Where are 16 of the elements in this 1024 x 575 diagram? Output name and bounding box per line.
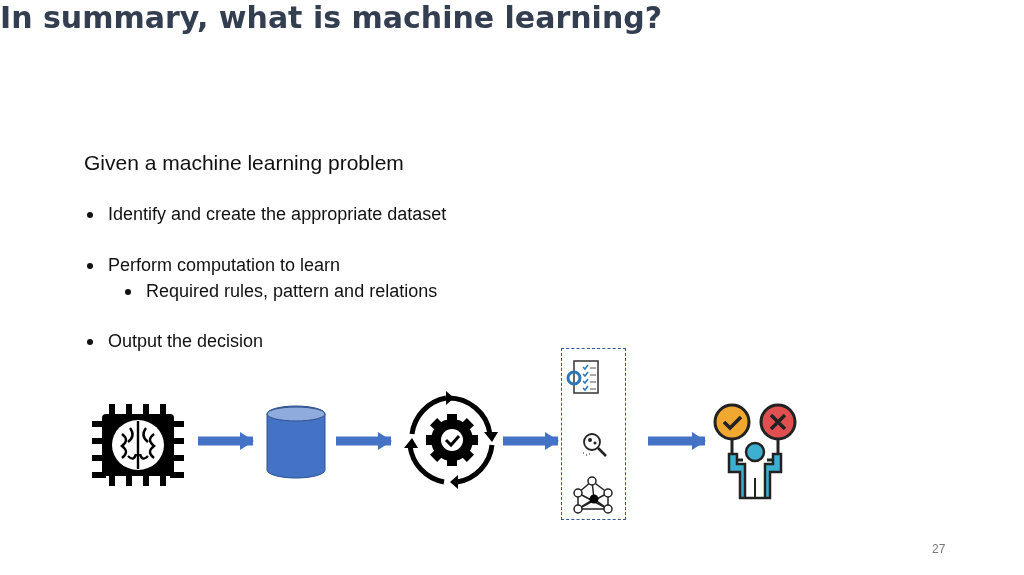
slide-title: In summary, what is machine learning? (0, 0, 664, 35)
database-cylinder (266, 406, 326, 478)
dashed-box (561, 348, 626, 520)
block-arrow (503, 432, 559, 450)
block-arrow (336, 432, 392, 450)
gear-cycle-icon (402, 390, 500, 490)
page-number: 27 (932, 542, 946, 556)
block-arrow (198, 432, 254, 450)
sub-bullet-text: Required rules, pattern and relations (146, 281, 438, 302)
intro-text: Given a machine learning problem (84, 151, 404, 175)
brain-chip-icon (92, 404, 184, 486)
bullet-text: Perform computation to learn (108, 255, 341, 276)
person-decision-icon (712, 402, 798, 500)
bullet-text: Identify and create the appropriate dataset (108, 204, 447, 225)
bullet-text: Output the decision (108, 331, 264, 352)
block-arrow (648, 432, 706, 450)
